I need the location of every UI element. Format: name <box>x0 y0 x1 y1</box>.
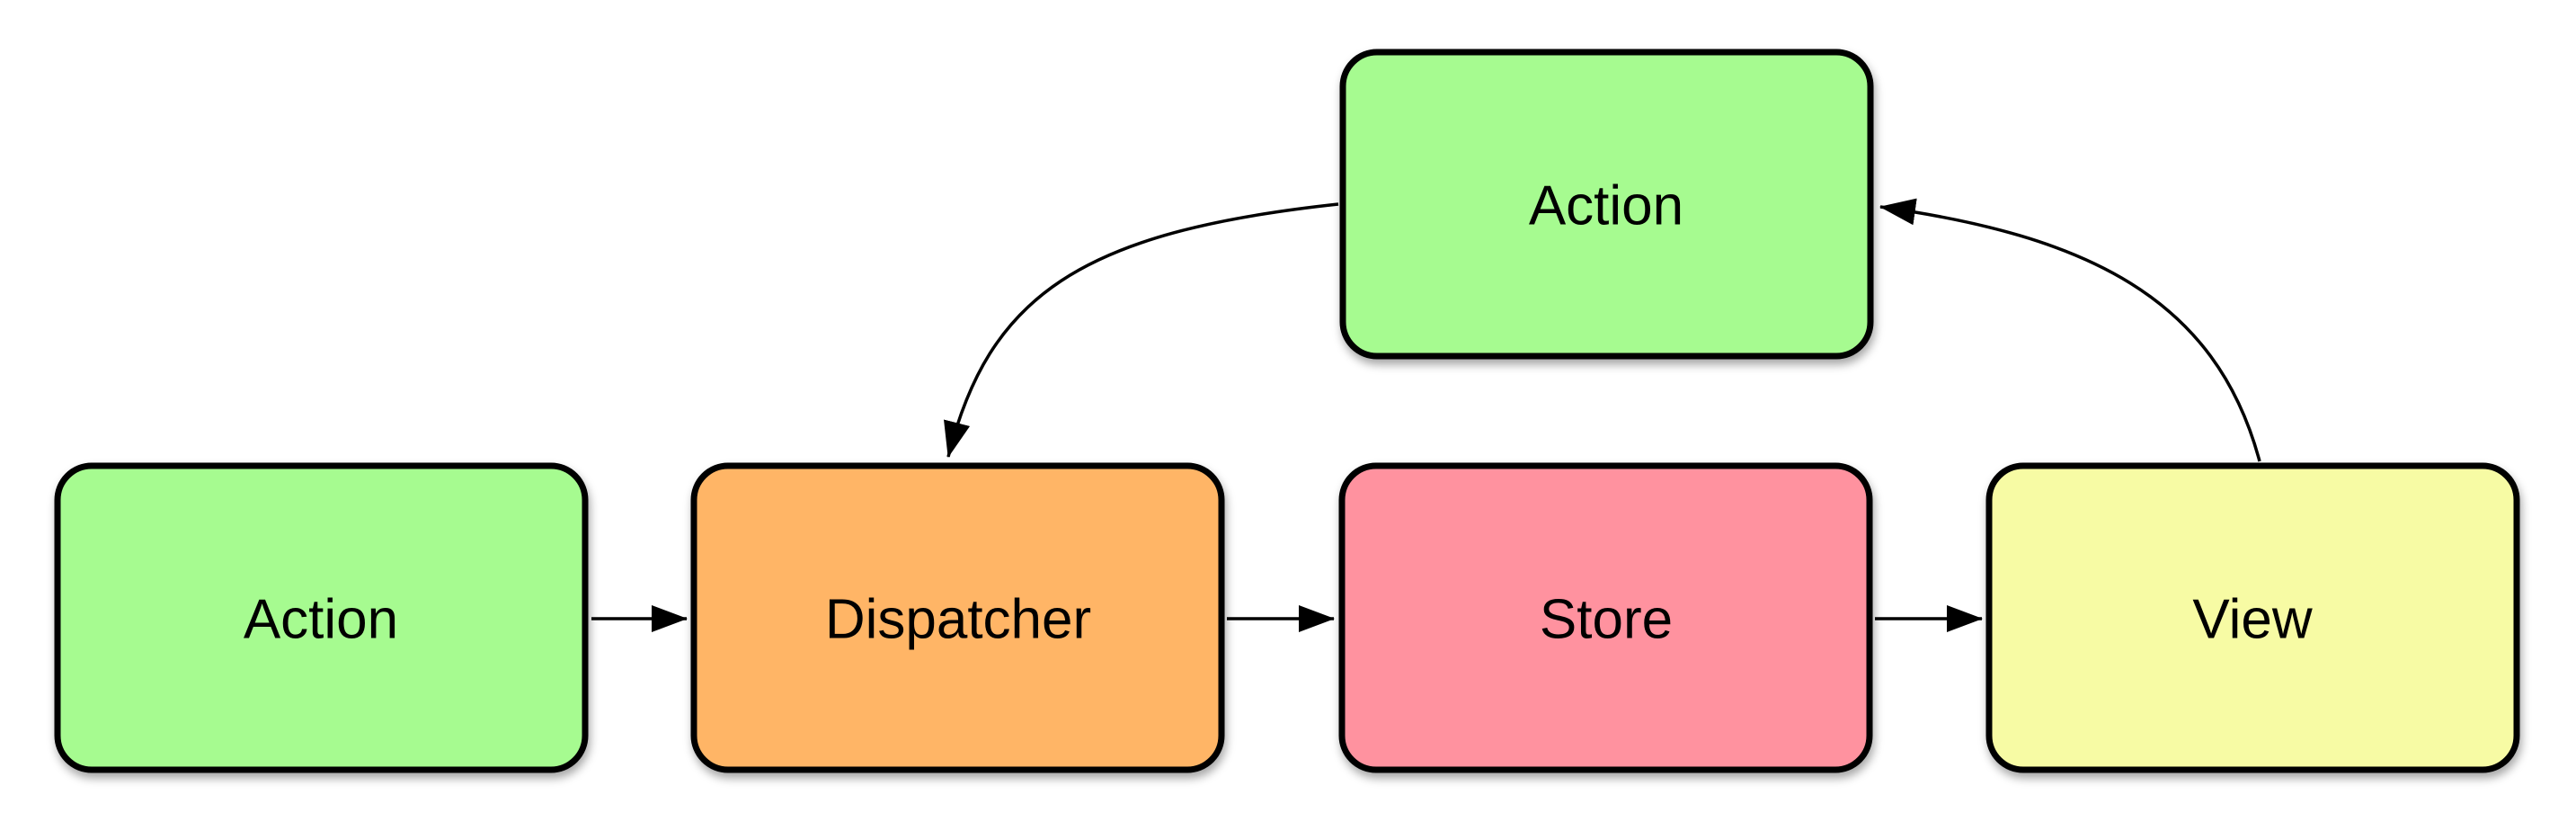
edge-action-top-to-dispatcher <box>944 202 1339 458</box>
node-store: Store <box>1338 462 1873 773</box>
node-view: View <box>1985 462 2520 773</box>
node-action-top-box <box>1339 49 1874 360</box>
node-action-top-label: Action <box>1529 175 1683 237</box>
edges <box>591 198 2261 632</box>
node-action-left-box <box>54 462 589 773</box>
node-view-box <box>1985 462 2520 773</box>
node-dispatcher-label: Dispatcher <box>825 589 1091 651</box>
node-action-left-label: Action <box>244 589 398 651</box>
node-action-left: Action <box>54 462 589 773</box>
node-view-label: View <box>2192 589 2312 651</box>
node-action-top: Action <box>1339 49 1874 360</box>
edge-view-to-action-top <box>1879 198 2261 462</box>
node-dispatcher: Dispatcher <box>690 462 1225 773</box>
node-dispatcher-box <box>690 462 1225 773</box>
node-store-box <box>1338 462 1873 773</box>
node-store-label: Store <box>1540 589 1673 651</box>
